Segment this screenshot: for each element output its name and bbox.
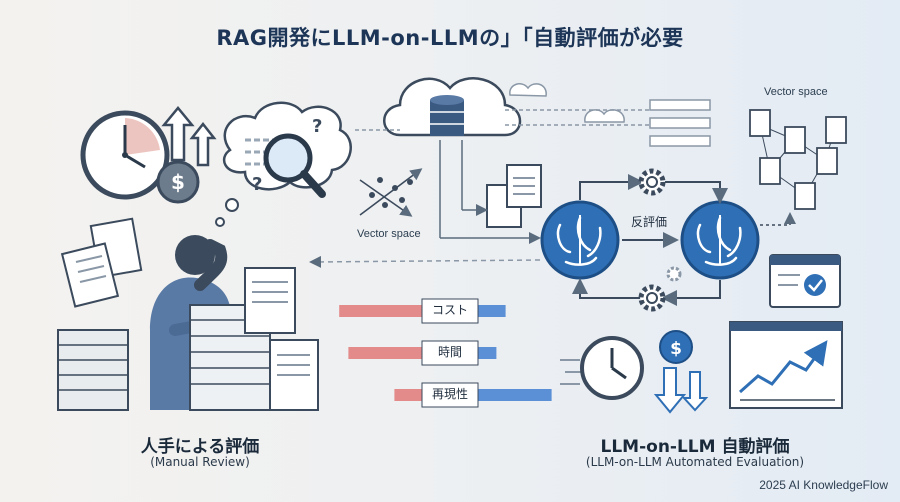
gear-icon — [638, 168, 666, 196]
clock-icon — [80, 110, 170, 200]
manual-bar — [394, 389, 422, 401]
coin-dollar-icon: $ — [156, 160, 200, 204]
database-icon — [430, 95, 464, 136]
auto-bar — [478, 389, 552, 401]
manual-bar — [339, 305, 422, 317]
bar-label-box — [421, 382, 479, 408]
auto-eval-subtitle: (LLM-on-LLM Automated Evaluation) — [585, 455, 805, 469]
arrow-down-icon — [653, 367, 709, 414]
svg-text:$: $ — [171, 170, 185, 194]
magnifier-icon — [263, 133, 326, 198]
vector-space-label: Vector space — [764, 86, 828, 98]
gear-icon — [638, 284, 666, 312]
vector-space-scatter — [359, 168, 423, 217]
comparison-label: 再現性 — [431, 387, 468, 401]
svg-text:?: ? — [252, 174, 262, 195]
document-network — [749, 109, 847, 210]
check-window-icon — [769, 254, 841, 308]
manual-bar — [348, 347, 422, 359]
auto-bar — [478, 305, 506, 317]
auto-bar — [478, 347, 497, 359]
comparison-label: コスト — [431, 303, 468, 317]
growth-chart-icon — [729, 321, 843, 409]
manual-review-title: 人手による評価 — [140, 437, 260, 457]
document-icon — [486, 164, 542, 228]
bar-label-box — [421, 340, 479, 366]
clock-icon — [560, 336, 644, 400]
brain-icon — [680, 200, 760, 280]
document-icon — [60, 217, 143, 308]
brain-icon — [540, 200, 620, 280]
paper-stack — [57, 267, 319, 411]
auto-eval-title: LLM-on-LLM 自動評価 — [600, 437, 790, 457]
comparison-bars — [339, 298, 552, 408]
arrow-up-icon — [161, 106, 217, 167]
vector-space-label: Vector space — [357, 228, 421, 240]
manual-review-subtitle: (Manual Review) — [150, 455, 250, 469]
gear-icon — [666, 266, 682, 282]
feedback-label: 反評価 — [631, 215, 668, 229]
comparison-label: 時間 — [437, 345, 462, 359]
coin-dollar-icon: $ — [659, 330, 693, 364]
footer-credit: 2025 AI KnowledgeFlow — [759, 478, 888, 492]
svg-text:$: $ — [670, 339, 682, 359]
page-title: RAG開発にLLM-on-LLMの」「自動評価が必要 — [216, 26, 684, 50]
bar-label-box — [421, 298, 479, 324]
svg-text:?: ? — [312, 116, 322, 137]
